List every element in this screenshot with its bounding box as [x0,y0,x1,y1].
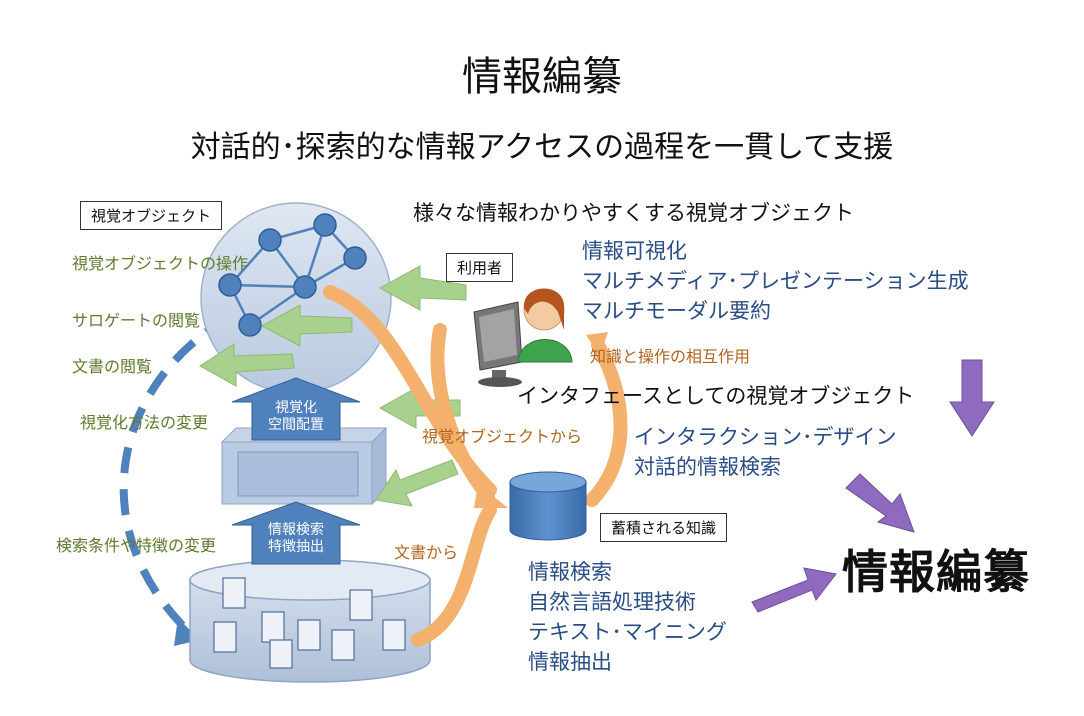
label-from-visual: 視覚オブジェクトから [422,427,583,446]
action-change-conditions: 検索条件や特徴の変更 [56,536,217,555]
label-user: 利用者 [446,253,514,282]
result-label: 情報編纂 [842,545,1030,599]
technique-item: 情報検索 [528,560,612,584]
green-arrow-1 [378,265,467,311]
orange-arrow-up [585,338,628,507]
technique-item: マルチメディア･プレゼンテーション生成 [582,269,969,293]
green-arrow-5 [375,459,459,507]
technique-item: 自然言語処理技術 [528,590,696,614]
upper-arrow-label: 視覚化 空間配置 [256,400,336,434]
page-subtitle: 対話的･探索的な情報アクセスの過程を一貫して支援 [190,130,894,165]
document-database [189,559,431,683]
cycle-dashed-arrow [119,314,230,631]
heading-visual-objects: 様々な情報わかりやすくする視覚オブジェクト [413,201,854,225]
techniques-knowledge-list: 情報検索 自然言語処理技術 テキスト･マイニング 情報抽出 [528,557,727,677]
visual-object-sphere [200,202,392,394]
action-operate-visual: 視覚オブジェクトの操作 [72,254,249,273]
label-knowledge: 蓄積される知識 [600,513,728,542]
action-browse-surrogate: サロゲートの閲覧 [72,311,201,330]
action-browse-document: 文書の閲覧 [72,357,153,376]
technique-item: マルチモーダル要約 [582,299,771,323]
technique-item: 対話的情報検索 [634,455,781,479]
heading-interface: インタフェースとしての視覚オブジェクト [517,384,915,408]
upper-arrow-line-2: 空間配置 [268,417,324,433]
lower-stack-arrow [231,501,361,565]
orange-arrow-from-docs [411,503,497,647]
label-knowledge-interaction: 知識と操作の相互作用 [590,347,751,366]
lower-arrow-line-1: 情報検索 [268,522,324,538]
lower-arrow-label: 情報検索 特徴抽出 [256,522,336,556]
orange-head-1 [474,484,508,508]
orange-head-2 [586,332,608,356]
upper-arrow-line-1: 視覚化 [275,400,317,416]
technique-item: 情報抽出 [528,650,612,674]
page-title: 情報編纂 [462,54,622,100]
green-arrow-2 [260,304,353,347]
technique-item: テキスト･マイニング [528,620,727,644]
label-visual-object: 視覚オブジェクト [80,201,223,230]
user-computer [473,288,573,387]
label-from-docs: 文書から [394,543,459,562]
action-change-visualization: 視覚化方法の変更 [80,413,209,432]
orange-arrow-down [430,323,495,503]
techniques-visual-list: 情報可視化 マルチメディア･プレゼンテーション生成 マルチモーダル要約 [582,236,969,326]
green-arrow-3 [199,343,295,387]
purple-arrow-diagonal [845,473,915,533]
purple-arrow-down [949,359,995,437]
purple-arrow-right [751,567,837,613]
techniques-interface-list: インタラクション･デザイン 対話的情報検索 [634,422,897,482]
knowledge-cylinder [509,471,587,541]
upper-stack-arrow [231,377,361,441]
lower-arrow-line-2: 特徴抽出 [268,539,324,555]
technique-item: 情報可視化 [582,239,687,263]
technique-item: インタラクション･デザイン [634,425,897,449]
